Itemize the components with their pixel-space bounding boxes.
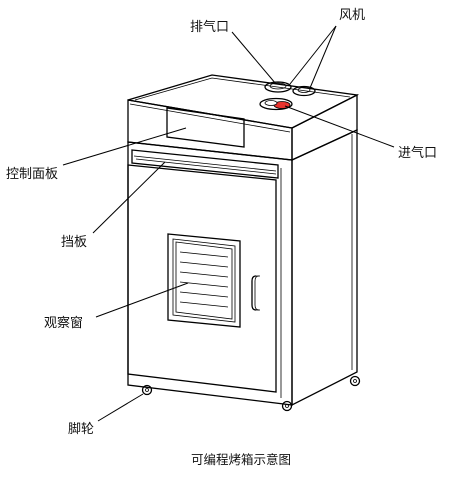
leader-view-window bbox=[95, 282, 189, 318]
oven-body bbox=[127, 128, 358, 407]
label-view-window: 观察窗 bbox=[44, 315, 83, 331]
view-window bbox=[167, 233, 241, 328]
label-fan: 风机 bbox=[339, 8, 365, 23]
label-intake-port: 进气口 bbox=[398, 145, 437, 161]
leader-control-panel bbox=[62, 127, 187, 166]
leader-fan-2 bbox=[309, 25, 337, 89]
caster-back-right bbox=[349, 375, 361, 387]
fan-unit bbox=[292, 85, 316, 97]
intake-port bbox=[259, 97, 293, 111]
label-caster: 脚轮 bbox=[68, 421, 94, 437]
leader-caster bbox=[97, 393, 144, 422]
diagram-caption: 可编程烤箱示意图 bbox=[191, 452, 291, 467]
label-baffle: 挡板 bbox=[61, 235, 87, 250]
oven-door bbox=[127, 164, 277, 393]
leader-fan-1 bbox=[289, 25, 337, 85]
exhaust-port bbox=[264, 81, 292, 93]
label-control-panel: 控制面板 bbox=[6, 167, 58, 182]
door-handle bbox=[251, 275, 260, 311]
baffle bbox=[131, 149, 279, 179]
leader-intake bbox=[284, 105, 395, 148]
caster-front-right bbox=[281, 400, 293, 412]
leader-baffle bbox=[92, 161, 166, 234]
control-panel bbox=[166, 107, 245, 148]
label-exhaust-port: 排气口 bbox=[190, 19, 229, 35]
caster-front-left bbox=[141, 384, 153, 396]
leader-exhaust bbox=[231, 31, 277, 85]
